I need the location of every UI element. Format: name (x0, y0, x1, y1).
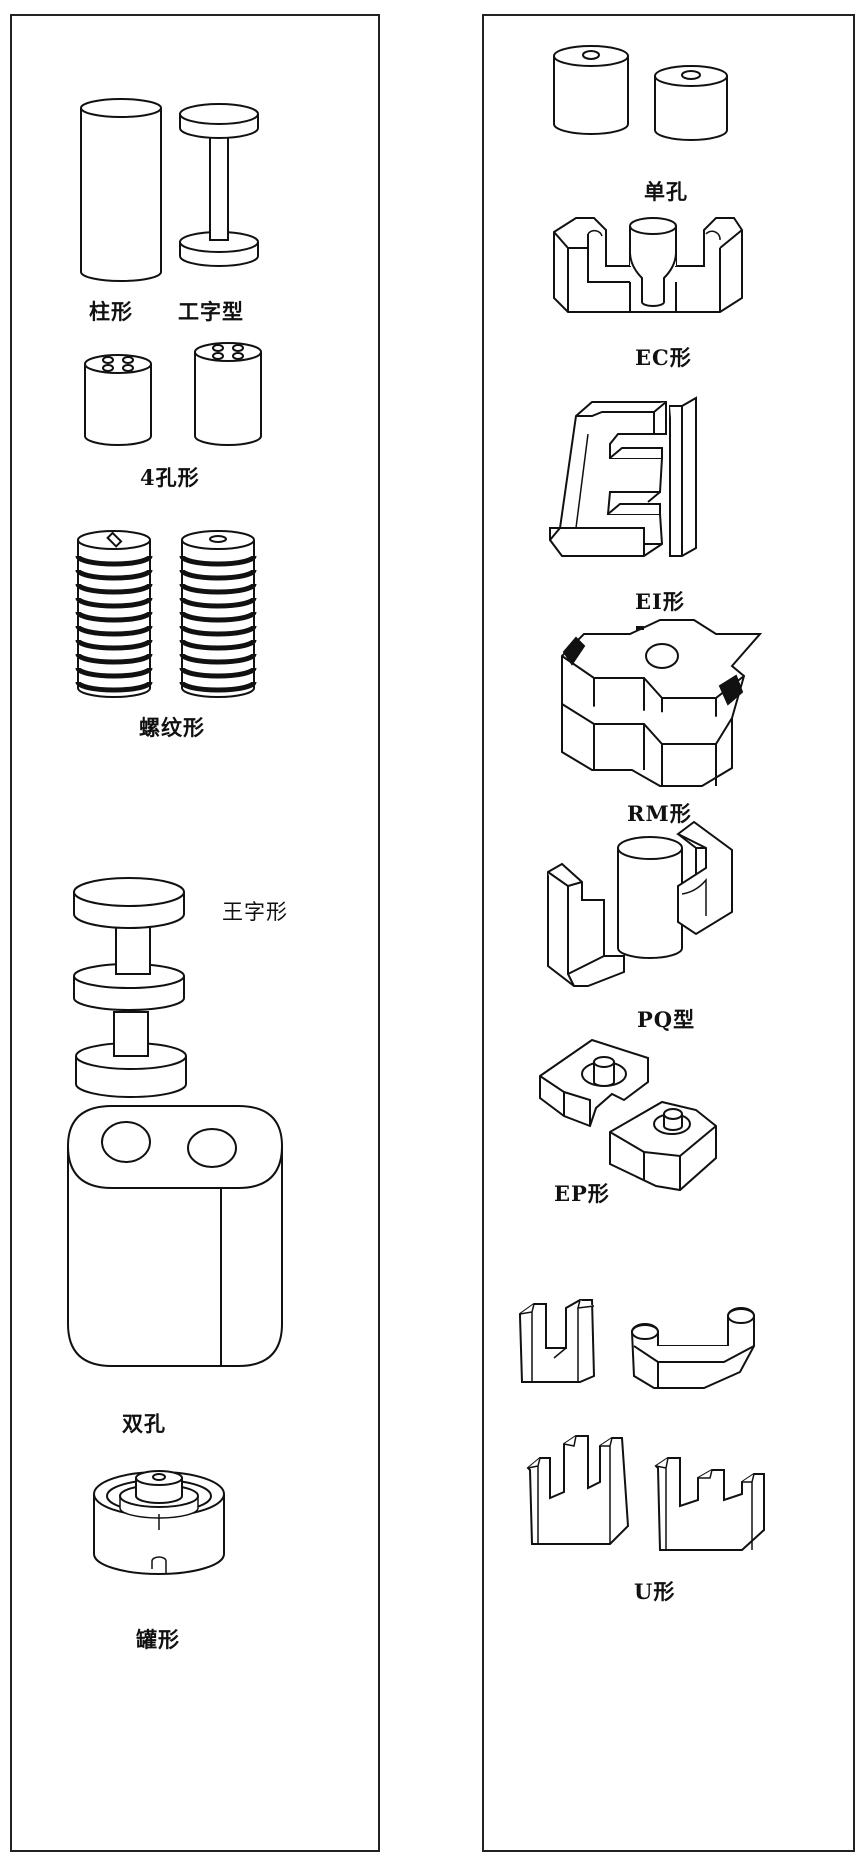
e-core-figure-1 (526, 1435, 630, 1545)
u-core-figure-1 (519, 1299, 596, 1383)
label-u: U形 (634, 1579, 676, 1604)
label-pot: 罐形 (136, 1627, 180, 1652)
label-ec: EC形 (635, 345, 692, 370)
wang-shape-core-figure (73, 877, 187, 1098)
left-panel: 柱形 工字型 4孔形 螺纹形 王字形 双孔 罐形 (10, 14, 380, 1852)
single-hole-core-right-figure (654, 65, 728, 141)
label-i-shape: 工字型 (178, 299, 244, 324)
label-four-hole: 4孔形 (140, 465, 200, 490)
threaded-core-left-figure (75, 530, 153, 698)
four-hole-core-left-figure (84, 354, 152, 446)
left-panel-drawings (66, 98, 284, 1575)
pot-core-figure (93, 1470, 225, 1575)
label-threaded: 螺纹形 (139, 715, 205, 740)
label-column: 柱形 (89, 299, 133, 324)
four-hole-core-right-figure (194, 342, 262, 446)
label-single-hole: 单孔 (644, 179, 688, 204)
double-hole-core-figure (66, 1105, 284, 1367)
e-core-figure-2 (654, 1457, 765, 1551)
label-ei: EI形 (635, 589, 685, 614)
ec-core-figure (553, 217, 743, 313)
pq-core-figure (547, 820, 733, 987)
label-double-hole: 双孔 (122, 1411, 166, 1436)
ei-core-figure (549, 396, 697, 557)
right-panel-drawings (519, 45, 765, 1551)
ep-core-figure (539, 1038, 717, 1192)
right-panel: 单孔 EC形 EI形 RM形 PQ型 EP形 U形 (482, 14, 855, 1852)
column-core-figure (80, 98, 162, 282)
i-shape-core-figure (179, 103, 259, 267)
label-ep: EP形 (554, 1181, 610, 1206)
label-pq: PQ型 (637, 1007, 696, 1032)
threaded-core-right-figure (179, 530, 257, 698)
u-core-figure-2 (630, 1307, 755, 1389)
label-wang-shape: 王字形 (222, 900, 288, 924)
single-hole-core-left-figure (553, 45, 629, 135)
rm-core-figure (561, 619, 763, 787)
label-rm: RM形 (627, 801, 692, 826)
